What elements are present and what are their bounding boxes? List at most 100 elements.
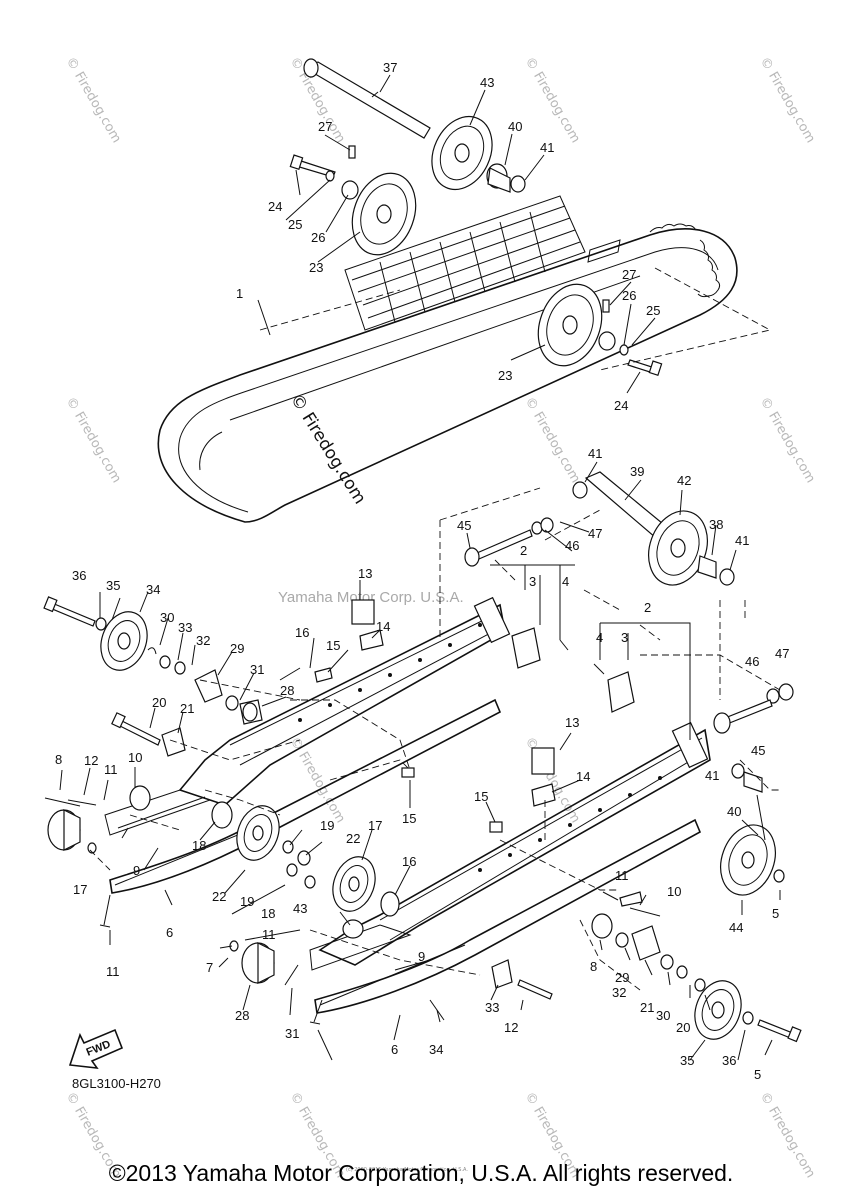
callout-label: 46 [745,654,759,669]
callout-label: 19 [320,818,334,833]
callout-label: 47 [775,646,789,661]
callout-label: 28 [280,683,294,698]
callout-label: 32 [612,985,626,1000]
callout-label: 31 [250,662,264,677]
callout-label: 6 [391,1042,398,1057]
callout-label: 15 [474,789,488,804]
watermark-firedog: © Firedog.com [522,395,583,486]
callout-label: 47 [588,526,602,541]
watermark-firedog: © Firedog.com [63,55,124,146]
callout-label: 29 [615,970,629,985]
rail-assembly [104,596,711,1014]
callout-label: 12 [504,1020,518,1035]
callout-label: 40 [508,119,522,134]
callout-label: 41 [735,533,749,548]
callout-label: 36 [72,568,86,583]
callout-label: 20 [676,1020,690,1035]
callout-label: 27 [318,119,332,134]
callout-label: 15 [326,638,340,653]
watermark-firedog-center: © Firedog.com [286,390,370,508]
callout-label: 41 [588,446,602,461]
callout-label: 8 [590,959,597,974]
callout-label: 45 [751,743,765,758]
callout-label: 25 [288,217,302,232]
callout-label: 3 [529,574,536,589]
callout-label: 1 [236,286,243,301]
callout-label: 21 [640,1000,654,1015]
callout-label: 11 [106,964,120,979]
callout-label: 10 [128,750,142,765]
watermark-firedog: © Firedog.com [522,55,583,146]
callout-label: 30 [656,1008,670,1023]
callout-label: 11 [262,927,276,942]
callout-label: 11 [104,762,118,777]
callout-label: 30 [160,610,174,625]
callout-label: 27 [622,267,636,282]
callout-label: 36 [722,1053,736,1068]
callout-label: 34 [429,1042,443,1057]
callout-label: 24 [268,199,282,214]
callout-label: 6 [166,925,173,940]
callout-label: 21 [180,701,194,716]
callout-label: 13 [565,715,579,730]
callout-label: 2 [520,543,527,558]
callout-label: 34 [146,582,160,597]
callout-label: 23 [309,260,323,275]
callout-label: 14 [576,769,590,784]
callout-label: 37 [383,60,397,75]
callout-label: 19 [240,894,254,909]
callout-label: 40 [727,804,741,819]
callout-label: 26 [311,230,325,245]
callout-label: 16 [295,625,309,640]
callout-label: 29 [230,641,244,656]
callout-label: 43 [480,75,494,90]
callout-label: 38 [709,517,723,532]
middle-axle-assembly [464,471,735,586]
watermark-firedog: © Firedog.com [63,395,124,486]
callout-label: 12 [84,753,98,768]
copyright-notice: ©2013 Yamaha Motor Corporation, U.S.A. A… [108,1160,734,1186]
callout-label: 20 [152,695,166,710]
callout-label: 25 [646,303,660,318]
callout-label: 33 [178,620,192,635]
callout-label: 3 [621,630,628,645]
callout-label: 41 [540,140,554,155]
callout-label: 9 [133,863,140,878]
callout-label: 13 [358,566,372,581]
callout-label: 35 [680,1053,694,1068]
track-belt [157,195,738,523]
callout-label: 17 [368,818,382,833]
callout-label: 33 [485,1000,499,1015]
callout-label: 22 [346,831,360,846]
callout-label: 35 [106,578,120,593]
callout-label: 23 [498,368,512,383]
callout-label: 18 [192,838,206,853]
callout-label: 22 [212,889,226,904]
callout-label: 24 [614,398,628,413]
callout-labels: 37 43 27 40 41 24 25 26 23 1 27 26 25 23… [55,60,789,1082]
callout-label: 4 [596,630,603,645]
callout-label: 32 [196,633,210,648]
callout-label: 39 [630,464,644,479]
fine-print: (c) 2000-2015 Yamaha Motor Corporation, … [346,1167,468,1173]
callout-label: 17 [73,882,87,897]
watermark-firedog: © Firedog.com [757,55,818,146]
callout-label: 5 [772,906,779,921]
callout-label: 11 [615,868,629,883]
callout-label: 46 [565,538,579,553]
callout-label: 9 [418,949,425,964]
callout-label: 15 [402,811,416,826]
callout-label: 44 [729,920,743,935]
callout-label: 26 [622,288,636,303]
callout-label: 8 [55,752,62,767]
callout-label: 10 [667,884,681,899]
callout-label: 14 [376,619,390,634]
callout-label: 43 [293,901,307,916]
callout-label: 41 [705,768,719,783]
callout-label: 4 [562,574,569,589]
fwd-arrow-icon: FWD [68,1028,124,1069]
watermark-firedog: © Firedog.com [757,395,818,486]
callout-label: 2 [644,600,651,615]
top-axle-assembly [289,58,663,377]
